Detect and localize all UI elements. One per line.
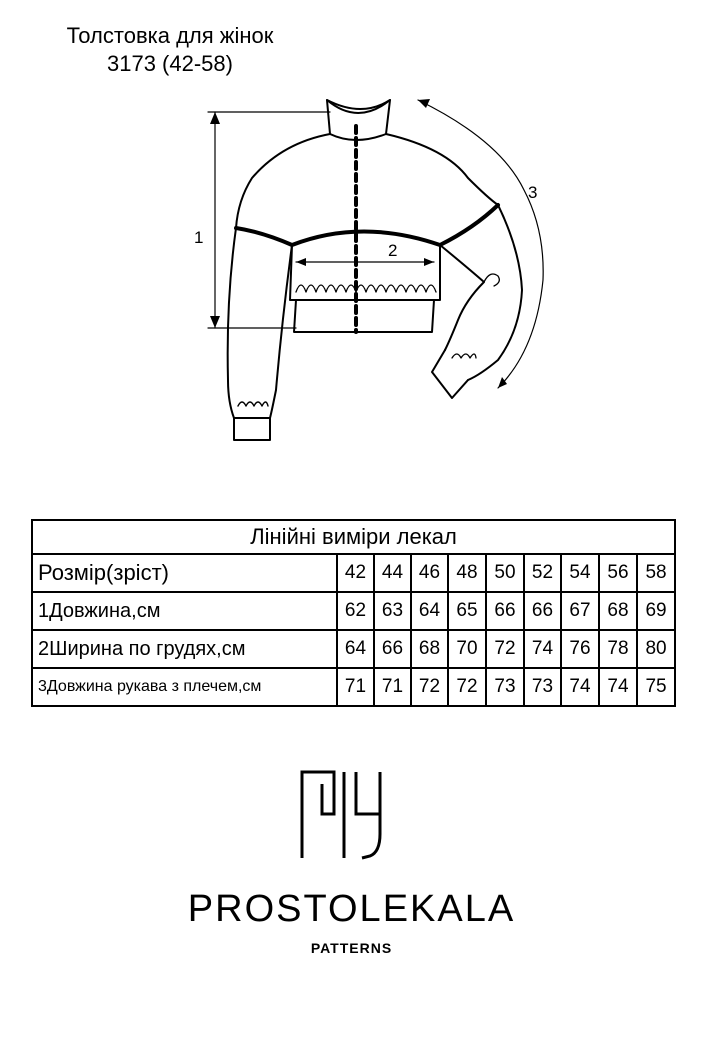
table-row: 3Довжина рукава з плечем,см 71 71 72 72 …: [31, 667, 677, 707]
sleeve-arrow-top: [418, 99, 430, 108]
brand-subtitle: PATTERNS: [310, 940, 393, 956]
value-cell: 76: [560, 629, 600, 669]
value-cell: 69: [635, 591, 677, 631]
garment-sketch: [207, 99, 544, 441]
size-cell: 44: [373, 553, 412, 593]
waistband: [293, 299, 435, 333]
size-cell: 50: [485, 553, 525, 593]
value-cell: 71: [336, 667, 375, 707]
row-label-sleeve: 3Довжина рукава з плечем,см: [31, 667, 338, 707]
value-cell: 80: [635, 629, 677, 669]
row-label-length: 1Довжина,см: [31, 591, 338, 631]
value-cell: 74: [523, 629, 562, 669]
right-sleeve: [439, 204, 523, 381]
size-header-label: Розмір(зріст): [31, 553, 338, 593]
document-title: Толстовка для жінок 3173 (42-58): [0, 22, 340, 78]
value-cell: 73: [485, 667, 525, 707]
size-cell: 56: [598, 553, 638, 593]
brand-name: PROSTOLEKALA: [187, 888, 516, 930]
size-cell: 54: [560, 553, 600, 593]
table-caption: Лінійні виміри лекал: [30, 519, 677, 555]
sleeve-measure-line: [417, 99, 544, 389]
left-cuff-gathers: [237, 401, 269, 407]
length-label: 1: [194, 228, 204, 247]
chest-arrow-left: [296, 258, 306, 266]
length-arrow-bottom: [210, 316, 220, 328]
chest-arrow-right: [424, 258, 434, 266]
right-cuff-gathers: [451, 353, 477, 359]
value-cell: 68: [410, 629, 449, 669]
value-cell: 72: [410, 667, 449, 707]
value-cell: 78: [598, 629, 638, 669]
value-cell: 66: [485, 591, 525, 631]
value-cell: 75: [635, 667, 677, 707]
size-cell: 48: [447, 553, 487, 593]
value-cell: 72: [447, 667, 487, 707]
table-row: 1Довжина,см 62 63 64 65 66 66 67 68 69: [31, 591, 677, 631]
value-cell: 68: [598, 591, 638, 631]
size-cell: 52: [523, 553, 562, 593]
value-cell: 74: [598, 667, 638, 707]
yoke-seam: [234, 203, 500, 247]
sleeve-arrow-bottom: [498, 377, 507, 388]
table-row-sizes: Розмір(зріст) 42 44 46 48 50 52 54 56 58: [31, 553, 677, 593]
left-cuff: [233, 417, 271, 441]
value-cell: 62: [336, 591, 375, 631]
size-cell: 58: [635, 553, 677, 593]
length-arrow-top: [210, 112, 220, 124]
value-cell: 71: [373, 667, 412, 707]
right-cuff: [431, 349, 469, 399]
value-cell: 65: [447, 591, 487, 631]
left-sleeve: [226, 227, 293, 419]
size-cell: 46: [410, 553, 449, 593]
value-cell: 72: [485, 629, 525, 669]
value-cell: 64: [336, 629, 375, 669]
size-cell: 42: [336, 553, 375, 593]
waist-gathers: [295, 284, 437, 293]
value-cell: 74: [560, 667, 600, 707]
value-cell: 63: [373, 591, 412, 631]
measurements-table: Лінійні виміри лекал Розмір(зріст) 42 44…: [30, 519, 677, 707]
value-cell: 67: [560, 591, 600, 631]
value-cell: 73: [523, 667, 562, 707]
row-label-chest: 2Ширина по грудях,см: [31, 629, 338, 669]
value-cell: 64: [410, 591, 449, 631]
lower-body: [289, 244, 441, 301]
brand-logo-icon: [300, 770, 382, 860]
value-cell: 66: [523, 591, 562, 631]
table-row: 2Ширина по грудях,см 64 66 68 70 72 74 7…: [31, 629, 677, 669]
value-cell: 70: [447, 629, 487, 669]
title-line-2: 3173 (42-58): [107, 51, 233, 76]
elbow-tab: [483, 273, 500, 287]
bodice-outline: [235, 133, 499, 229]
title-line-1: Толстовка для жінок: [66, 23, 274, 48]
chest-label: 2: [388, 241, 398, 260]
collar-fold: [326, 99, 391, 114]
sleeve-label: 3: [528, 183, 538, 202]
collar-shape: [326, 99, 391, 141]
value-cell: 66: [373, 629, 412, 669]
